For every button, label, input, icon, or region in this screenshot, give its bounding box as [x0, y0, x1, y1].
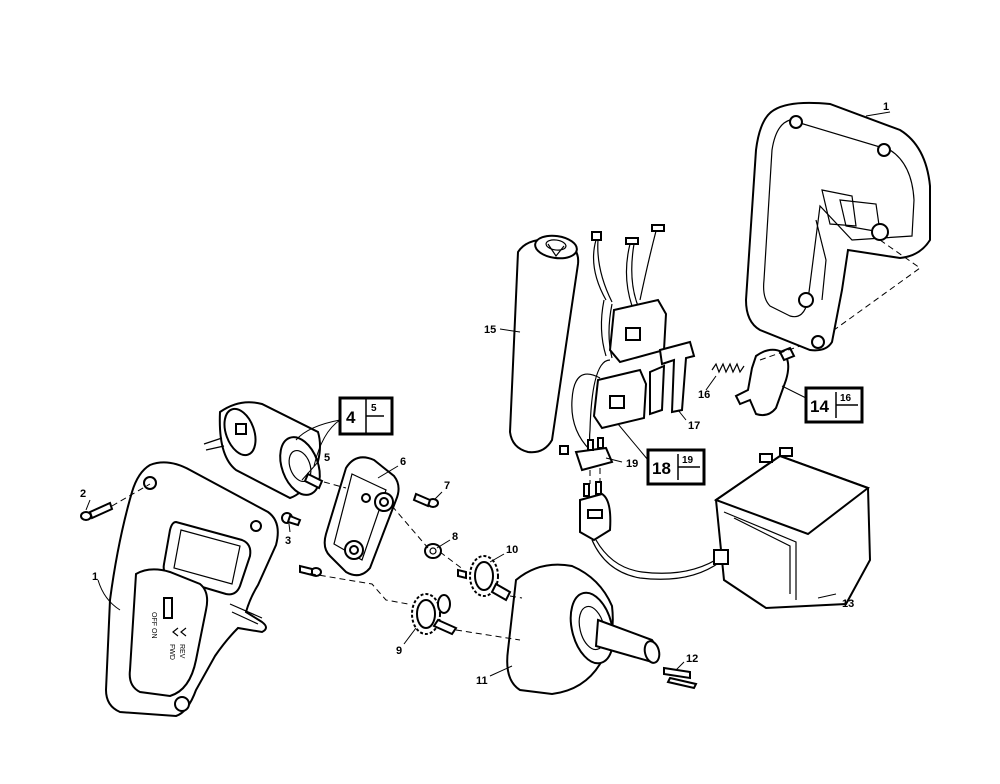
boxed-ref-18-sub: 19 — [682, 455, 694, 466]
callout-7: 7 — [444, 480, 450, 492]
callout-19: 19 — [626, 458, 638, 470]
spring-16 — [711, 362, 745, 374]
bit-12 — [663, 666, 698, 690]
charger-cord — [591, 539, 721, 580]
housing-off-text: OFF — [150, 612, 157, 626]
callout-12: 12 — [686, 653, 698, 665]
washer-8 — [424, 543, 442, 559]
boxed-ref-4-main: 4 — [346, 408, 356, 427]
motor — [203, 401, 324, 500]
callout-13: 13 — [842, 598, 854, 610]
boxed-ref-4-sub: 5 — [371, 403, 377, 414]
callout-8: 8 — [452, 531, 458, 543]
gear-10 — [457, 555, 512, 602]
callout-16: 16 — [698, 389, 710, 401]
callout-2: 2 — [80, 488, 86, 500]
boxed-ref-4: 4 5 — [338, 396, 394, 436]
left-housing-half: OFF ON FWD REV — [104, 461, 279, 718]
housing-fwd-text: FWD — [168, 644, 175, 660]
gear-plate — [323, 456, 400, 577]
switch-frame-17 — [649, 340, 696, 416]
trigger — [734, 346, 796, 417]
gearcase-nose — [506, 563, 661, 696]
callout-6: 6 — [400, 456, 406, 468]
callout-5: 5 — [324, 452, 330, 464]
gear-9 — [411, 593, 458, 636]
screw-2 — [80, 501, 114, 521]
callout-15: 15 — [484, 324, 496, 336]
callout-1-left: 1 — [92, 571, 98, 583]
screw-lower — [299, 564, 322, 577]
housing-rev-text: REV — [178, 644, 185, 659]
callout-17: 17 — [688, 420, 700, 432]
boxed-ref-18: 18 19 — [646, 448, 706, 486]
boxed-ref-18-main: 18 — [652, 459, 671, 478]
wall-charger — [713, 447, 872, 610]
callout-1-right: 1 — [883, 101, 889, 113]
boxed-ref-14: 14 16 — [804, 386, 864, 424]
boxed-ref-14-sub: 16 — [840, 393, 852, 404]
battery-pack — [508, 234, 580, 454]
callout-9: 9 — [396, 645, 402, 657]
switch-assembly — [559, 224, 668, 472]
screw-3 — [281, 512, 302, 527]
right-housing-half — [744, 101, 931, 352]
screw-7 — [412, 492, 439, 508]
housing-on-text: ON — [150, 628, 157, 639]
callout-10: 10 — [506, 544, 518, 556]
callout-11: 11 — [476, 675, 488, 687]
callout-3: 3 — [285, 535, 291, 547]
charger-plug — [579, 481, 612, 542]
boxed-ref-14-main: 14 — [810, 397, 829, 416]
